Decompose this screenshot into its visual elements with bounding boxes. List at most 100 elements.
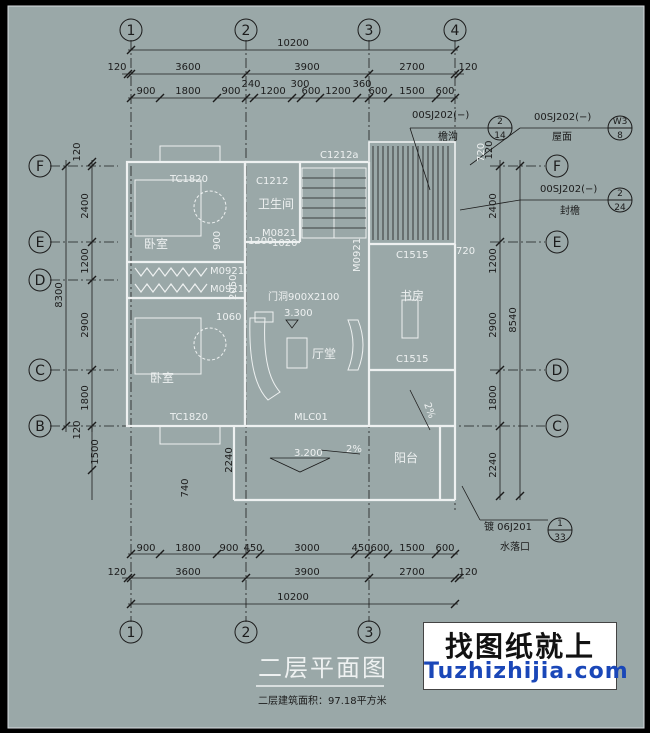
dim-left-2400: 2400 [80,193,91,218]
label-tc1820-bottom: TC1820 [169,412,208,423]
dim-left-2900: 2900 [80,312,91,337]
dim-left-1200: 1200 [80,248,91,273]
callout-gutter-ref: 00SJ202(−) [412,110,469,121]
axis-label-top-2: 2 [242,23,251,39]
label-m0921-c: M0921 [352,238,363,272]
slope-arrow-study [409,389,431,431]
dim-top-300: 300 [290,79,309,90]
right-dimension-lines [495,160,525,501]
dim-bottom-1800: 1800 [175,543,200,554]
label-m0921-b: M0921 [210,284,244,295]
callout-roof-sheet: 8 [617,131,623,141]
callout-roof-text: 屋面 [552,131,572,143]
axis-label-right-f: F [553,159,561,175]
logo-url-text: Tuzhizhijia.com [424,659,629,684]
label-elev-3300: 3.300 [284,308,313,319]
callout-gutter-sheet: 14 [494,131,506,141]
logo-chinese-text: 找图纸就上 [444,630,595,663]
dim-bottom-600a: 600 [370,543,389,554]
dim-bottom-2700: 2700 [399,567,424,578]
drawing-title: 二层平面图 [258,654,388,682]
callout-eave-num: 2 [617,189,623,199]
dim-bottom-600b: 600 [435,543,454,554]
bay-window-bottom [159,425,221,445]
dim-left-2240: 2240 [224,447,235,472]
room-label-balcony: 阳台 [394,450,418,465]
axis-label-bottom-2: 2 [242,625,251,641]
label-900: 900 [212,231,223,250]
callout-drain-ref: 镀 06J201 [484,520,532,533]
leader-lines [409,127,610,521]
dim-bottom-1500: 1500 [399,543,424,554]
room-label-bathroom: 卫生间 [258,197,294,211]
dim-top-3600: 3600 [175,62,200,73]
dim-left-total: 8300 [54,282,65,307]
dim-top-1200a: 1200 [260,86,285,97]
roof-hatch [372,146,449,240]
axis-label-left-f: F [36,159,44,175]
watermark-logo: 找图纸就上 Tuzhizhijia.com [423,622,629,690]
dim-top-1200b: 1200 [325,86,350,97]
label-1200: 1200 [248,236,273,247]
callout-roof-ref: 00SJ202(−) [534,112,591,123]
label-c1212a: C1212a [320,150,359,161]
dim-bottom-900b: 900 [219,543,238,554]
dim-right-120: 120 [484,140,495,159]
label-m0821: M0821 [262,228,296,239]
dim-bottom-120-left: 120 [107,567,126,578]
label-c1515-b: C1515 [396,354,428,365]
dim-right-2900: 2900 [488,312,499,337]
hall-level-marker [285,319,299,329]
label-c1212: C1212 [256,176,288,187]
dim-right-total: 8540 [508,307,519,332]
axis-label-left-c: C [35,363,45,379]
dim-bottom-3000: 3000 [294,543,319,554]
label-slope-1: 2% [346,444,362,455]
dim-top-600c: 600 [435,86,454,97]
dim-bottom-3900: 3900 [294,567,319,578]
axis-label-right-e: E [553,235,562,251]
hall-furniture [249,311,364,401]
axis-bubbles [28,18,569,644]
room-label-bedroom-bottom: 卧室 [150,370,174,385]
axis-label-bottom-1: 1 [127,625,136,641]
axis-label-top-3: 3 [365,23,374,39]
dim-right-2240: 2240 [488,452,499,477]
dim-bottom-total: 10200 [277,592,309,603]
dim-top-1500: 1500 [399,86,424,97]
label-slope-2: 2% [421,401,437,420]
label-1020: 1020 [272,238,297,249]
callout-drain-text: 水落口 [500,541,530,553]
dim-left-1800: 1800 [80,385,91,410]
label-2050: 2050 [228,275,239,300]
label-door-opening: 门洞900X2100 [268,290,339,303]
dim-top-900b: 900 [221,86,240,97]
dim-left-740: 740 [180,478,191,497]
dim-bottom-900a: 900 [136,543,155,554]
wardrobe-hatch [134,267,208,293]
callout-gutter-num: 2 [497,117,503,127]
dim-bottom-120-right: 120 [458,567,477,578]
callout-gutter-text: 檐沟 [438,130,458,143]
bed-bottom [134,317,227,375]
dim-left-120-bottom: 120 [72,420,83,439]
dim-left-120-top: 120 [72,142,83,161]
dim-top-1800: 1800 [175,86,200,97]
room-label-bedroom-top: 卧室 [144,236,168,251]
room-label-hall: 厅堂 [312,347,336,361]
dim-right-2400: 2400 [488,193,499,218]
axis-label-left-d: D [35,273,46,289]
axis-label-top-1: 1 [127,23,136,39]
label-mlc01: MLC01 [294,412,328,423]
slope-arrow-balcony [319,449,361,455]
dim-top-900a: 900 [136,86,155,97]
label-1060: 1060 [216,312,241,323]
axis-label-left-e: E [36,235,45,251]
drawing-subtitle: 二层建筑面积：97.18平方米 [258,694,387,707]
callout-drain-sheet: 33 [554,533,565,543]
dim-top-600a: 600 [301,86,320,97]
dim-top-240: 240 [241,79,260,90]
label-m0921-a: M0921 [210,266,244,277]
dim-top-total: 10200 [277,38,309,49]
top-dimension-lines [122,45,464,103]
